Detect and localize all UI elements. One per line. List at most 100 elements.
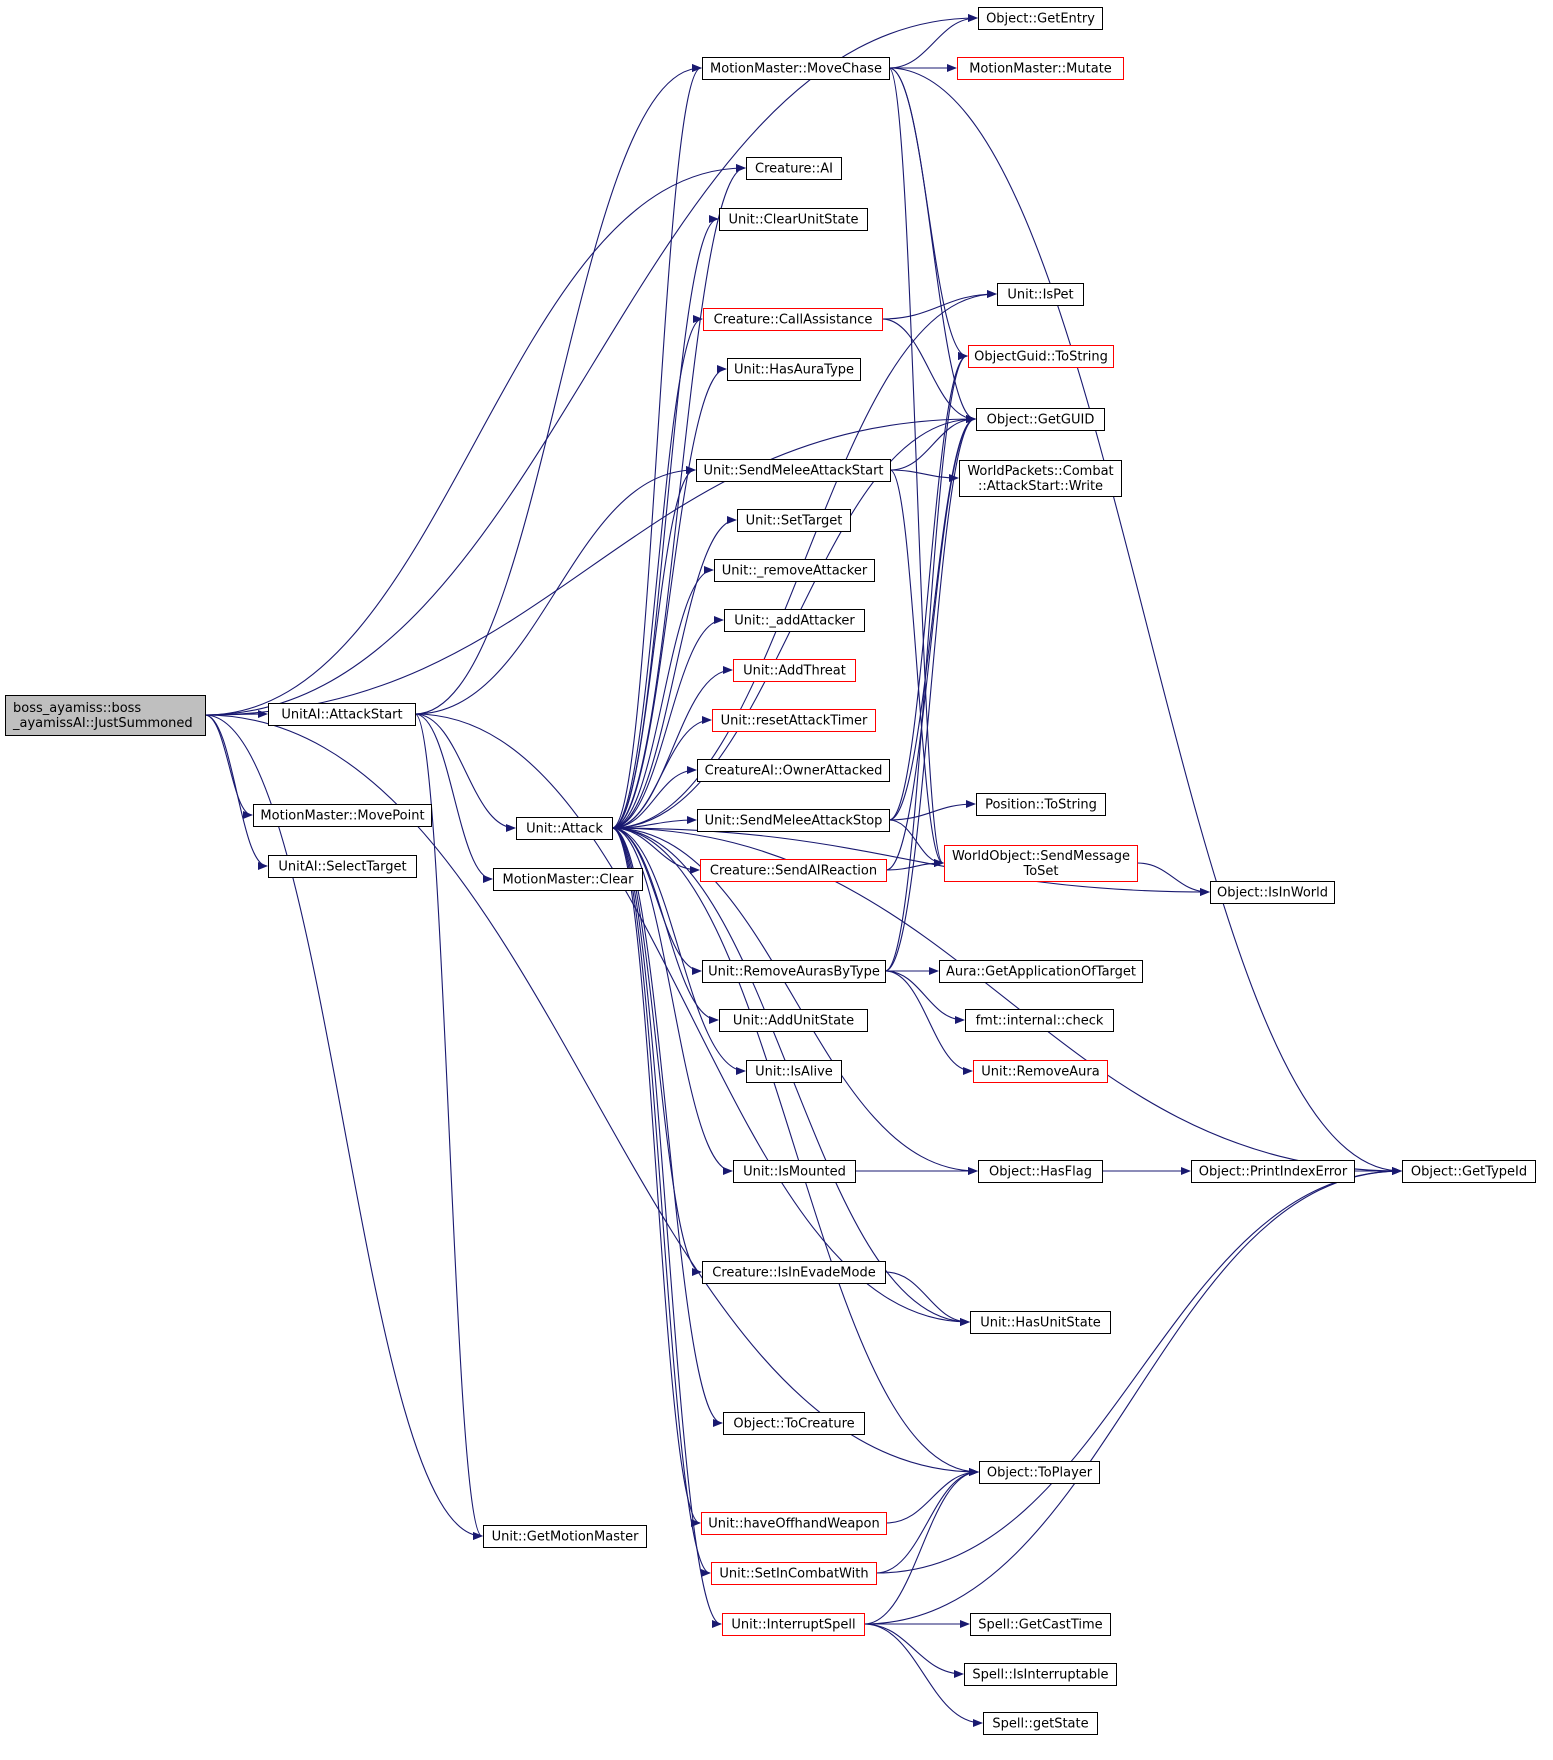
node-printindexerror[interactable]: Object::PrintIndexError bbox=[1191, 1160, 1355, 1183]
node-clearunitstate[interactable]: Unit::ClearUnitState bbox=[719, 208, 868, 231]
node-movepoint[interactable]: MotionMaster::MovePoint bbox=[253, 804, 432, 827]
node-ownerattacked[interactable]: CreatureAI::OwnerAttacked bbox=[697, 759, 890, 782]
node-root[interactable]: boss_ayamiss::boss_ayamissAI::JustSummon… bbox=[5, 695, 206, 736]
node-haveoffhand[interactable]: Unit::haveOffhandWeapon bbox=[701, 1512, 887, 1535]
node-label: Position::ToString bbox=[985, 798, 1097, 813]
node-addunitstate[interactable]: Unit::AddUnitState bbox=[719, 1009, 868, 1032]
node-ismounted[interactable]: Unit::IsMounted bbox=[733, 1160, 856, 1183]
edge-movechase-to-getguid bbox=[888, 67, 976, 423]
node-box bbox=[746, 157, 842, 180]
node-box bbox=[268, 855, 417, 878]
node-label: ::AttackStart::Write bbox=[978, 479, 1103, 494]
node-label: CreatureAI::OwnerAttacked bbox=[705, 764, 883, 779]
node-gettypeid[interactable]: Object::GetTypeId bbox=[1402, 1160, 1536, 1183]
node-box bbox=[701, 1512, 887, 1535]
edge-root-to-creatureai bbox=[204, 164, 746, 716]
edge-callassistance-to-getguid bbox=[881, 318, 976, 423]
node-label: Unit::AddThreat bbox=[743, 664, 846, 679]
edge-attack-to-callassistance bbox=[611, 315, 703, 829]
node-label: UnitAI::AttackStart bbox=[281, 708, 402, 723]
node-attack[interactable]: Unit::Attack bbox=[516, 817, 613, 840]
node-setincombatwith[interactable]: Unit::SetInCombatWith bbox=[711, 1562, 877, 1585]
node-tocreature[interactable]: Object::ToCreature bbox=[723, 1412, 865, 1435]
node-label: Object::GetEntry bbox=[986, 12, 1095, 27]
node-ispet[interactable]: Unit::IsPet bbox=[997, 283, 1084, 306]
node-box bbox=[970, 1311, 1111, 1334]
node-box bbox=[712, 709, 876, 732]
node-addattacker[interactable]: Unit::_addAttacker bbox=[724, 609, 865, 632]
node-positiontostring[interactable]: Position::ToString bbox=[976, 793, 1106, 816]
node-fmtcheck[interactable]: fmt::internal::check bbox=[965, 1009, 1114, 1032]
node-callassistance[interactable]: Creature::CallAssistance bbox=[703, 308, 883, 331]
node-removeaura[interactable]: Unit::RemoveAura bbox=[973, 1060, 1108, 1083]
node-box bbox=[965, 1009, 1114, 1032]
node-label: Unit::ClearUnitState bbox=[728, 213, 858, 228]
node-box bbox=[724, 609, 865, 632]
node-label: _ayamissAI::JustSummoned bbox=[12, 716, 193, 731]
edge-attack-to-removeattacker bbox=[611, 566, 714, 829]
node-attackstart[interactable]: UnitAI::AttackStart bbox=[268, 703, 416, 726]
node-attackstartwrite[interactable]: WorldPackets::Combat::AttackStart::Write bbox=[959, 460, 1122, 497]
node-creatureai[interactable]: Creature::AI bbox=[746, 157, 842, 180]
node-label: Unit::IsPet bbox=[1007, 288, 1073, 303]
node-sendaireaction[interactable]: Creature::SendAIReaction bbox=[700, 859, 887, 882]
node-label: Creature::SendAIReaction bbox=[710, 864, 877, 879]
edge-attack-to-isinevademode bbox=[611, 827, 702, 1276]
edge-root-to-movepoint bbox=[204, 714, 253, 819]
node-mutate[interactable]: MotionMaster::Mutate bbox=[957, 57, 1124, 80]
node-removeaurasbytype[interactable]: Unit::RemoveAurasByType bbox=[702, 960, 886, 983]
node-addthreat[interactable]: Unit::AddThreat bbox=[733, 659, 856, 682]
node-getmotionmaster[interactable]: Unit::GetMotionMaster bbox=[483, 1525, 647, 1548]
node-label: MotionMaster::Mutate bbox=[969, 62, 1112, 77]
node-getcasttime[interactable]: Spell::GetCastTime bbox=[970, 1613, 1111, 1636]
edge-movechase-to-gettypeid bbox=[888, 67, 1402, 1175]
node-sendmeleestart[interactable]: Unit::SendMeleeAttackStart bbox=[696, 459, 891, 482]
node-box bbox=[516, 817, 613, 840]
node-label: Unit::Attack bbox=[526, 822, 603, 837]
node-settarget[interactable]: Unit::SetTarget bbox=[737, 509, 851, 532]
edge-setincombatwith-to-gettypeid bbox=[875, 1167, 1402, 1574]
node-getentry[interactable]: Object::GetEntry bbox=[978, 7, 1103, 30]
node-removeattacker[interactable]: Unit::_removeAttacker bbox=[714, 559, 875, 582]
node-hasunitstate[interactable]: Unit::HasUnitState bbox=[970, 1311, 1111, 1334]
node-label: Object::PrintIndexError bbox=[1199, 1165, 1348, 1180]
edge-attackstart-to-getmotionmaster bbox=[414, 713, 483, 1540]
node-label: Spell::getState bbox=[992, 1717, 1088, 1732]
node-selecttarget[interactable]: UnitAI::SelectTarget bbox=[268, 855, 417, 878]
node-box bbox=[944, 845, 1138, 882]
edge-sendaireaction-to-sendmessagetoset bbox=[885, 859, 944, 871]
node-resetattacktimer[interactable]: Unit::resetAttackTimer bbox=[712, 709, 876, 732]
node-hasflag[interactable]: Object::HasFlag bbox=[978, 1160, 1103, 1183]
node-hasauratype[interactable]: Unit::HasAuraType bbox=[727, 358, 861, 381]
edge-interruptspell-to-getstate bbox=[863, 1623, 983, 1727]
node-interruptspell[interactable]: Unit::InterruptSpell bbox=[722, 1613, 865, 1636]
node-getstate[interactable]: Spell::getState bbox=[983, 1712, 1098, 1735]
node-isalive[interactable]: Unit::IsAlive bbox=[746, 1060, 842, 1083]
node-box bbox=[253, 804, 432, 827]
node-getapplication[interactable]: Aura::GetApplicationOfTarget bbox=[939, 960, 1143, 983]
node-movechase[interactable]: MotionMaster::MoveChase bbox=[702, 57, 890, 80]
node-label: Unit::RemoveAurasByType bbox=[708, 965, 880, 980]
node-label: UnitAI::SelectTarget bbox=[278, 860, 406, 875]
node-label: Creature::IsInEvadeMode bbox=[712, 1266, 875, 1281]
node-guidtostring[interactable]: ObjectGuid::ToString bbox=[968, 345, 1114, 368]
node-mmclear[interactable]: MotionMaster::Clear bbox=[493, 868, 643, 891]
node-label: boss_ayamiss::boss bbox=[13, 701, 141, 716]
node-label: ObjectGuid::ToString bbox=[974, 350, 1108, 365]
node-isinterruptable[interactable]: Spell::IsInterruptable bbox=[964, 1663, 1117, 1686]
node-sendmeleestop[interactable]: Unit::SendMeleeAttackStop bbox=[697, 809, 890, 832]
node-isinworld[interactable]: Object::IsInWorld bbox=[1210, 881, 1335, 904]
node-box bbox=[997, 283, 1084, 306]
node-box bbox=[696, 459, 891, 482]
edge-movechase-to-getentry bbox=[888, 14, 978, 69]
node-label: Unit::_removeAttacker bbox=[722, 564, 868, 579]
node-box bbox=[697, 759, 890, 782]
node-getguid[interactable]: Object::GetGUID bbox=[976, 408, 1105, 431]
node-isinevademode[interactable]: Creature::IsInEvadeMode bbox=[702, 1261, 886, 1284]
node-box bbox=[268, 703, 416, 726]
node-label: Unit::HasUnitState bbox=[980, 1316, 1101, 1331]
edge-movechase-to-sendmessagetoset bbox=[888, 67, 944, 867]
node-toplayer[interactable]: Object::ToPlayer bbox=[979, 1461, 1100, 1484]
node-label: WorldObject::SendMessage bbox=[952, 849, 1130, 864]
